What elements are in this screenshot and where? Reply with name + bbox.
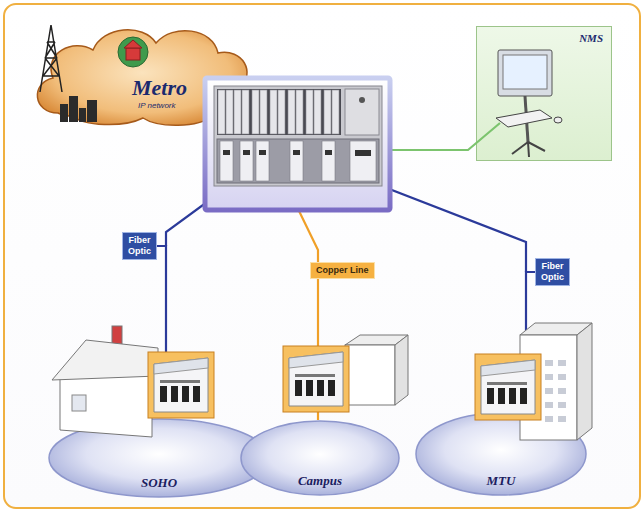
ellipse-shape xyxy=(241,421,399,495)
link-tag: Fiber Optic xyxy=(535,258,570,286)
computer-icon xyxy=(496,50,562,157)
house-icon xyxy=(52,326,158,437)
campus-building xyxy=(345,335,408,405)
site-label: MTU xyxy=(487,473,516,488)
cloud-subtitle: IP network xyxy=(138,101,176,111)
management-line xyxy=(388,123,500,150)
chassis xyxy=(205,78,390,210)
site-label: SOHO xyxy=(141,475,177,490)
site-label: Campus xyxy=(298,473,342,488)
link-label: Fiber Optic xyxy=(128,235,151,257)
link-tag: Copper Line xyxy=(310,262,375,279)
access-device xyxy=(475,354,541,420)
radio-tower xyxy=(40,25,62,92)
access-device xyxy=(148,352,214,418)
skyline-icon xyxy=(60,96,97,122)
panel-title: NMS xyxy=(579,32,603,45)
site-ellipse: Campus xyxy=(240,420,400,496)
cloud-title: Metro xyxy=(132,76,187,100)
outer-frame xyxy=(4,4,640,508)
building-icon xyxy=(118,37,148,67)
link-label: Fiber Optic xyxy=(541,261,564,283)
link-tag: Fiber Optic xyxy=(122,232,157,260)
access-device xyxy=(283,346,349,412)
link-label: Copper Line xyxy=(316,265,369,276)
